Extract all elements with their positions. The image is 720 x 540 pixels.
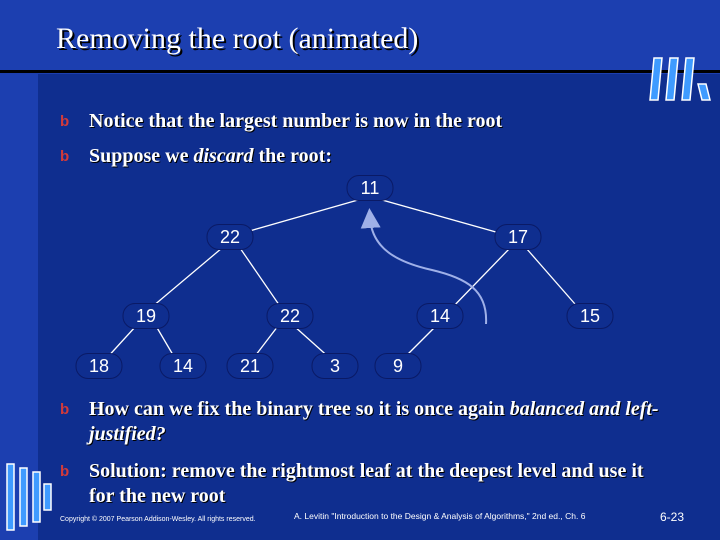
footer-reference: A. Levitin "Introduction to the Design &…: [294, 511, 585, 521]
tree-node: 22: [207, 225, 253, 250]
tree-node-label: 15: [580, 306, 600, 326]
edge: [240, 248, 284, 312]
tree-node: 22: [267, 304, 313, 329]
tree-node: 9: [375, 354, 421, 379]
tree-node-label: 3: [330, 356, 340, 376]
tree-node-label: 22: [280, 306, 300, 326]
tree-node: 3: [312, 354, 358, 379]
tree-edges: [105, 198, 582, 360]
edge: [448, 248, 510, 312]
tree-node-label: 14: [173, 356, 193, 376]
edge: [146, 248, 222, 312]
tree-node-label: 22: [220, 227, 240, 247]
tree-node: 21: [227, 354, 273, 379]
tree-node-label: 17: [508, 227, 528, 247]
tree-node-label: 21: [240, 356, 260, 376]
tree-node: 19: [123, 304, 169, 329]
tree-node: 11: [347, 176, 393, 201]
edge: [232, 198, 365, 236]
tree-node-label: 9: [393, 356, 403, 376]
tree-node-label: 11: [361, 178, 380, 198]
tree-node-label: 18: [89, 356, 109, 376]
footer-copyright: Copyright © 2007 Pearson Addison-Wesley.…: [60, 516, 256, 523]
tree-node-label: 14: [430, 306, 450, 326]
tree-node: 17: [495, 225, 541, 250]
tree-nodes: 11 22 17 19 22 14 15 18 14 21 3 9: [76, 176, 613, 379]
tree-node: 14: [417, 304, 463, 329]
edge: [375, 198, 510, 236]
tree-node: 18: [76, 354, 122, 379]
tree-node: 14: [160, 354, 206, 379]
tree-node: 15: [567, 304, 613, 329]
edge: [526, 248, 582, 312]
tree-node-label: 19: [136, 306, 156, 326]
page-number: 6-23: [660, 510, 684, 524]
